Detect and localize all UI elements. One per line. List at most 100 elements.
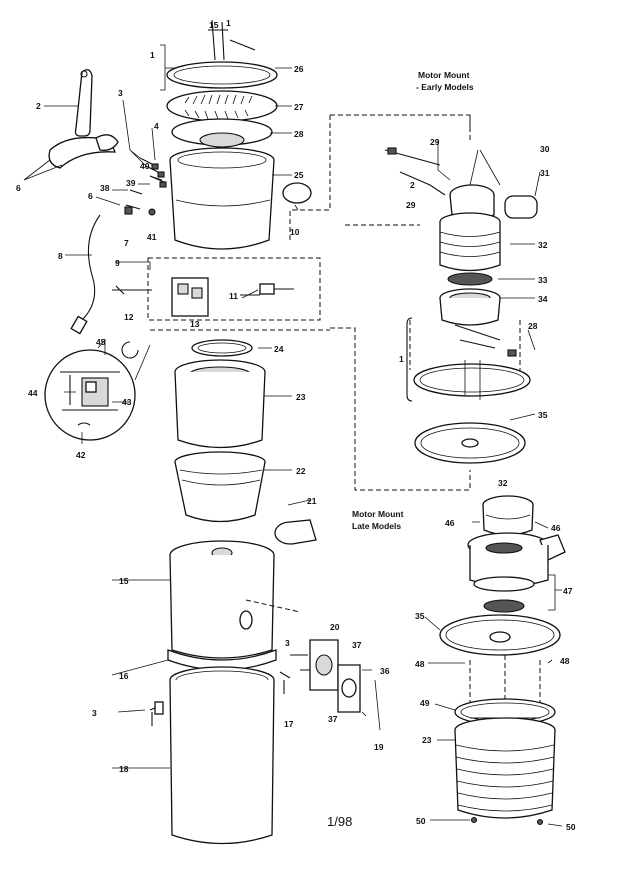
callout-32-early: 32 — [538, 240, 548, 250]
part-mount-34 — [439, 288, 501, 326]
callout-12: 12 — [124, 312, 134, 322]
part-switch-detail — [44, 344, 151, 441]
part-handle — [208, 19, 256, 61]
part-filter-cylinder — [174, 359, 266, 449]
part-gasket-early — [413, 363, 531, 397]
callout-20: 20 — [330, 622, 340, 632]
part-motor-32-early — [439, 212, 501, 272]
callout-4: 4 — [154, 121, 159, 131]
part-ring-top — [166, 61, 278, 89]
callout-11: 11 — [229, 291, 238, 301]
callout-23-left: 23 — [296, 392, 306, 402]
part-terminal-block — [112, 257, 321, 321]
callout-33: 33 — [538, 275, 548, 285]
callout-1-right: 1 — [399, 354, 404, 364]
part-filter-33 — [447, 272, 493, 286]
part-lower-canister — [169, 666, 275, 845]
part-bellows — [454, 717, 556, 819]
part-filter-47a — [473, 576, 535, 592]
callout-8: 8 — [58, 251, 63, 261]
leader-lines — [23, 44, 563, 827]
callout-28-right: 28 — [528, 321, 538, 331]
part-filter-disc — [171, 118, 273, 148]
callout-labels: 1 15 1 26 27 28 25 10 2 3 4 40 39 38 6 6… — [16, 18, 576, 832]
callout-46: 46 — [445, 518, 455, 528]
callout-3-right: 3 — [285, 638, 290, 648]
callout-15: 15 — [119, 576, 129, 586]
callout-45: 45 — [96, 337, 106, 347]
callout-50-right: 50 — [566, 822, 576, 832]
callout-6-left: 6 — [16, 183, 21, 193]
callout-46-right: 46 — [551, 523, 561, 533]
caption-late-line1: Motor Mount — [352, 509, 404, 519]
callout-42: 42 — [76, 450, 86, 460]
callout-47: 47 — [563, 586, 573, 596]
callout-35-early: 35 — [538, 410, 548, 420]
callout-10: 10 — [290, 227, 300, 237]
part-label-oval — [282, 182, 312, 204]
part-power-cord — [77, 214, 101, 323]
part-grille — [166, 90, 278, 122]
page-number: 1/98 — [327, 814, 352, 829]
part-inlet-elbow — [274, 519, 317, 545]
callout-17: 17 — [284, 719, 294, 729]
callout-22: 22 — [296, 466, 306, 476]
callout-36: 36 — [380, 666, 390, 676]
callout-44: 44 — [28, 388, 38, 398]
part-gasket-24 — [191, 339, 253, 357]
late-motor-mount-group — [439, 495, 566, 826]
part-inlet-plates — [290, 639, 361, 713]
callout-1-handle: 1 — [226, 18, 231, 28]
callout-50-left: 50 — [416, 816, 426, 826]
wire-route — [289, 114, 471, 491]
callout-37-bottom: 37 — [328, 714, 338, 724]
callout-2: 2 — [36, 101, 41, 111]
callout-15-top: 15 — [209, 20, 219, 30]
callout-24: 24 — [274, 344, 284, 354]
callout-32-late: 32 — [498, 478, 508, 488]
caption-early-line2: - Early Models — [416, 82, 474, 92]
callout-31: 31 — [540, 168, 550, 178]
part-clip — [121, 341, 139, 359]
callout-35-late: 35 — [415, 611, 425, 621]
callout-29-top: 29 — [430, 137, 440, 147]
callout-7: 7 — [124, 238, 129, 248]
part-motor-housing — [169, 147, 275, 250]
callout-16: 16 — [119, 671, 129, 681]
callout-18: 18 — [119, 764, 129, 774]
part-bag — [174, 451, 266, 523]
callout-9: 9 — [115, 258, 120, 268]
callout-2-right: 2 — [410, 180, 415, 190]
callout-3-upper: 3 — [118, 88, 123, 98]
callout-13: 13 — [190, 319, 200, 329]
callout-48-right: 48 — [560, 656, 570, 666]
callout-38: 38 — [100, 183, 110, 193]
part-band — [167, 649, 277, 671]
part-screws-upper — [124, 157, 167, 216]
part-canister — [169, 540, 301, 659]
callout-48-left: 48 — [415, 659, 425, 669]
early-motor-mount-group — [384, 147, 538, 464]
callout-25: 25 — [294, 170, 304, 180]
callout-37-top: 37 — [352, 640, 362, 650]
callout-29-mid: 29 — [406, 200, 416, 210]
callout-26: 26 — [294, 64, 304, 74]
part-motor-32-late — [482, 495, 534, 536]
callout-21: 21 — [307, 496, 317, 506]
callout-40: 40 — [140, 161, 150, 171]
part-bracket-arm — [74, 69, 93, 137]
callout-49: 49 — [420, 698, 430, 708]
callout-28: 28 — [294, 129, 304, 139]
callout-23-right: 23 — [422, 735, 432, 745]
callout-1-top: 1 — [150, 50, 155, 60]
caption-late-line2: Late Models — [352, 521, 401, 531]
callout-27: 27 — [294, 102, 304, 112]
caption-early-line1: Motor Mount — [418, 70, 470, 80]
callout-34: 34 — [538, 294, 548, 304]
callout-6-mid: 6 — [88, 191, 93, 201]
upper-assembly-group — [44, 19, 471, 845]
callout-19: 19 — [374, 742, 384, 752]
callout-43: 43 — [122, 397, 132, 407]
